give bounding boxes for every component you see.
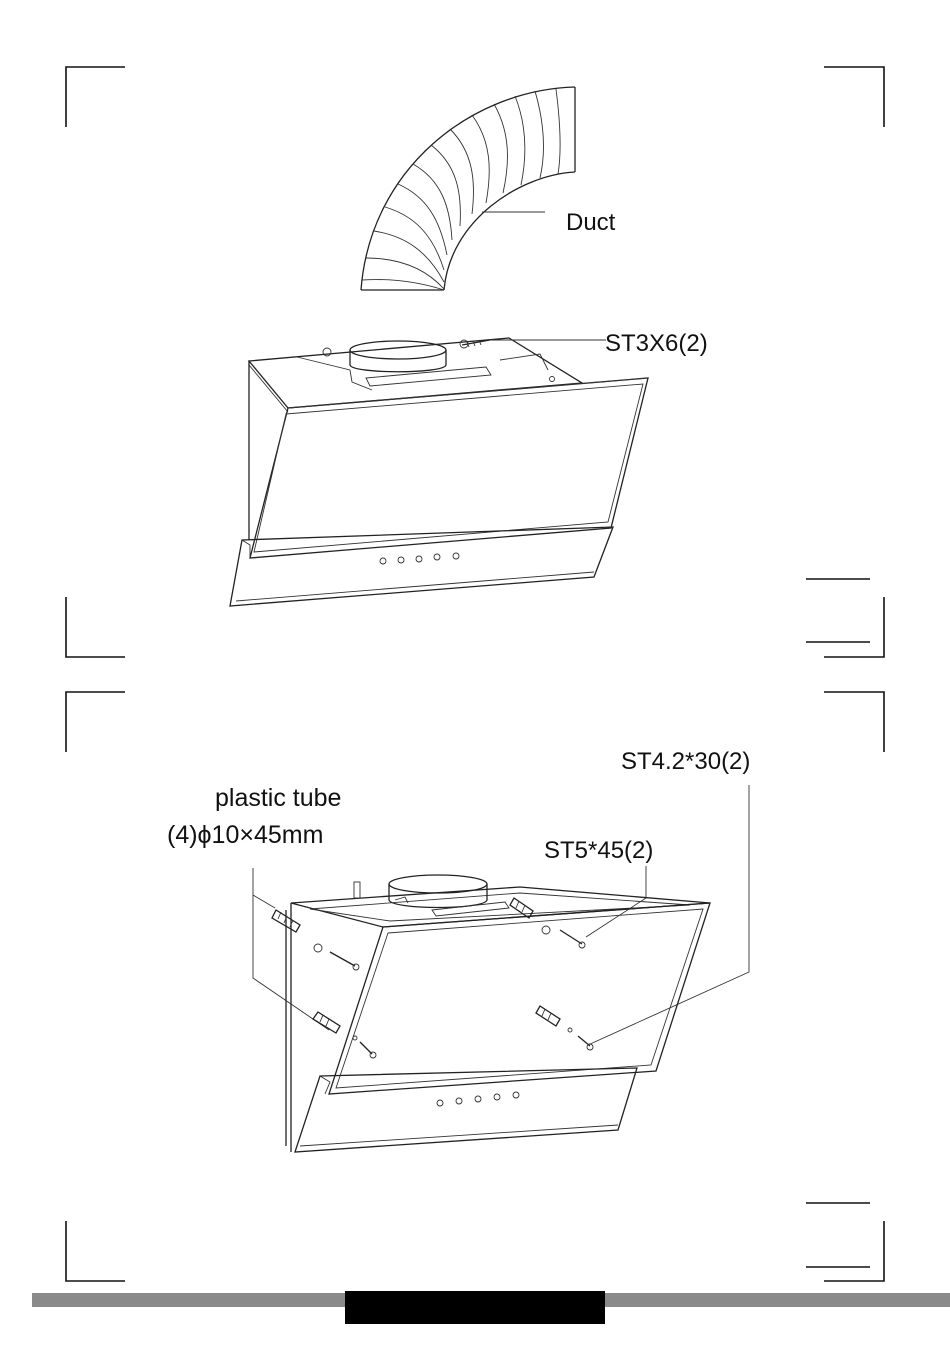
screw-st42x30-label: ST4.2*30(2) — [621, 748, 750, 775]
duct-illustration — [361, 87, 575, 290]
plastic-tube-lower-left — [313, 1012, 376, 1058]
footer-black-block — [345, 1291, 605, 1324]
hood-illustration-mounting — [253, 785, 749, 1152]
screw-st3x6 — [462, 340, 606, 347]
screw-st5x45-label: ST5*45(2) — [544, 837, 653, 864]
plastic-tube-label: plastic tube — [215, 784, 341, 812]
duct-label: Duct — [566, 209, 616, 236]
screw-st3x6-label: ST3X6(2) — [605, 330, 708, 357]
hood-illustration-top — [230, 338, 648, 606]
crop-marks-panel-1 — [66, 67, 884, 657]
plastic-tube-size-label: (4)ϕ10×45mm — [167, 821, 323, 849]
crop-marks-panel-2 — [66, 692, 884, 1281]
plastic-tube-lower-right — [536, 1006, 593, 1050]
plastic-tube-upper-left — [272, 910, 359, 970]
